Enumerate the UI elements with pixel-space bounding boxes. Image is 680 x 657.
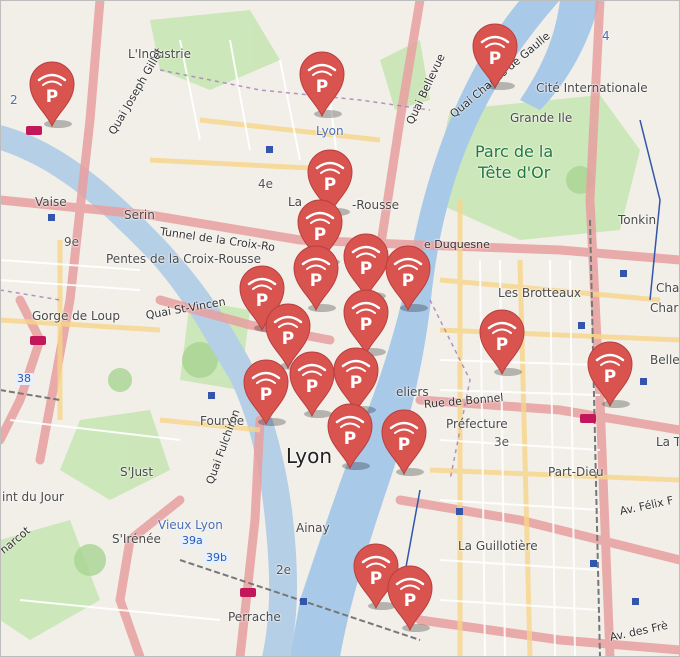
parking-pin-icon: P (289, 351, 335, 418)
map-label: Belle (650, 353, 680, 367)
parking-glyph: P (360, 259, 372, 279)
map-label: Parc de la (475, 142, 554, 161)
parking-pin-icon: P (243, 359, 289, 426)
map-label: 39b (204, 551, 229, 564)
parking-pin-icon: P (293, 245, 339, 312)
parking-pin-icon: P (587, 341, 633, 408)
parking-glyph: P (489, 49, 501, 69)
parking-pin-icon: P (265, 303, 311, 370)
map-label: S'Irénée (112, 532, 161, 546)
parking-glyph: P (404, 591, 416, 611)
map-label: Préfecture (446, 417, 508, 431)
map-label: 4e (258, 177, 274, 191)
parking-marker-12[interactable]: P (476, 306, 528, 376)
map-label: 39a (180, 534, 205, 547)
map-label: Vaise (35, 195, 67, 209)
parking-marker-18[interactable]: P (378, 406, 430, 476)
map-label: e Duquesne (424, 238, 490, 251)
map-label: 2 (10, 93, 18, 107)
parking-marker-6[interactable]: P (340, 230, 392, 300)
map-label: Lyon (316, 124, 344, 138)
parking-glyph: P (370, 569, 382, 589)
parking-pin-icon: P (327, 403, 373, 470)
map-label: Ainay (296, 521, 330, 535)
parking-pin-icon: P (29, 61, 75, 128)
parking-pin-icon: P (239, 265, 285, 332)
map-label: Lyon (286, 444, 333, 468)
parking-marker-15[interactable]: P (286, 348, 338, 418)
parking-glyph: P (260, 385, 272, 405)
map-label: int du Jour (2, 490, 64, 504)
parking-glyph: P (310, 271, 322, 291)
map-label: -Rousse (352, 198, 399, 212)
parking-glyph: P (324, 175, 336, 195)
map-label: La T (656, 435, 680, 449)
parking-marker-14[interactable]: P (330, 344, 382, 414)
map-label: Les Brotteaux (498, 286, 582, 300)
map-label: eliers (396, 385, 429, 399)
map-label: Grande Ile (510, 111, 573, 125)
parking-marker-17[interactable]: P (324, 400, 376, 470)
map-label: Serin (124, 208, 155, 222)
parking-pin-icon: P (387, 565, 433, 632)
parking-glyph: P (350, 373, 362, 393)
map-label: 38 (15, 372, 33, 385)
parking-glyph: P (344, 429, 356, 449)
map-label: La (288, 195, 303, 209)
parking-marker-8[interactable]: P (290, 242, 342, 312)
map-label: Part-Dieu (548, 465, 604, 479)
map-label: Gorge de Loup (32, 309, 121, 323)
parking-glyph: P (496, 335, 508, 355)
map-label: 4 (602, 29, 610, 43)
map-label: 3e (494, 435, 510, 449)
parking-pin-icon: P (479, 309, 525, 376)
map-label: Tonkin (618, 213, 657, 227)
parking-marker-11[interactable]: P (262, 300, 314, 370)
map-label: Cha (656, 281, 680, 295)
map-label: Tête d'Or (478, 163, 551, 182)
parking-pin-icon: P (385, 245, 431, 312)
map-label: Char (650, 301, 679, 315)
parking-pin-icon: P (299, 51, 345, 118)
parking-marker-10[interactable]: P (340, 286, 392, 356)
map-label: L'Industrie (128, 47, 191, 61)
parking-pin-icon: P (472, 23, 518, 90)
parking-marker-9[interactable]: P (236, 262, 288, 332)
parking-glyph: P (306, 377, 318, 397)
parking-pin-icon: P (343, 289, 389, 356)
parking-marker-16[interactable]: P (240, 356, 292, 426)
parking-glyph: P (314, 225, 326, 245)
parking-marker-13[interactable]: P (584, 338, 636, 408)
parking-glyph: P (360, 315, 372, 335)
map-label: Cité Internationale (536, 81, 648, 95)
parking-marker-1[interactable]: P (26, 58, 78, 128)
map-label: La Guillotière (458, 539, 538, 553)
parking-glyph: P (46, 87, 58, 107)
map-label: Fourvie (200, 414, 245, 428)
map-label: Perrache (228, 610, 281, 624)
parking-marker-3[interactable]: P (469, 20, 521, 90)
parking-marker-2[interactable]: P (296, 48, 348, 118)
parking-marker-7[interactable]: P (382, 242, 434, 312)
parking-glyph: P (604, 367, 616, 387)
parking-glyph: P (316, 77, 328, 97)
map-label: Pentes de la Croix-Rousse (106, 252, 262, 266)
parking-pin-icon: P (343, 233, 389, 300)
map-label: 9e (64, 235, 80, 249)
parking-glyph: P (402, 271, 414, 291)
parking-glyph: P (256, 291, 268, 311)
map-label: 2e (276, 563, 292, 577)
parking-glyph: P (282, 329, 294, 349)
parking-marker-4[interactable]: P (304, 146, 356, 216)
parking-marker-20[interactable]: P (384, 562, 436, 632)
parking-pin-icon: P (307, 149, 353, 216)
parking-pin-icon: P (333, 347, 379, 414)
parking-pin-icon: P (381, 409, 427, 476)
map-label: Vieux Lyon (158, 518, 223, 532)
parking-glyph: P (398, 435, 410, 455)
map-label: S'Just (120, 465, 154, 479)
